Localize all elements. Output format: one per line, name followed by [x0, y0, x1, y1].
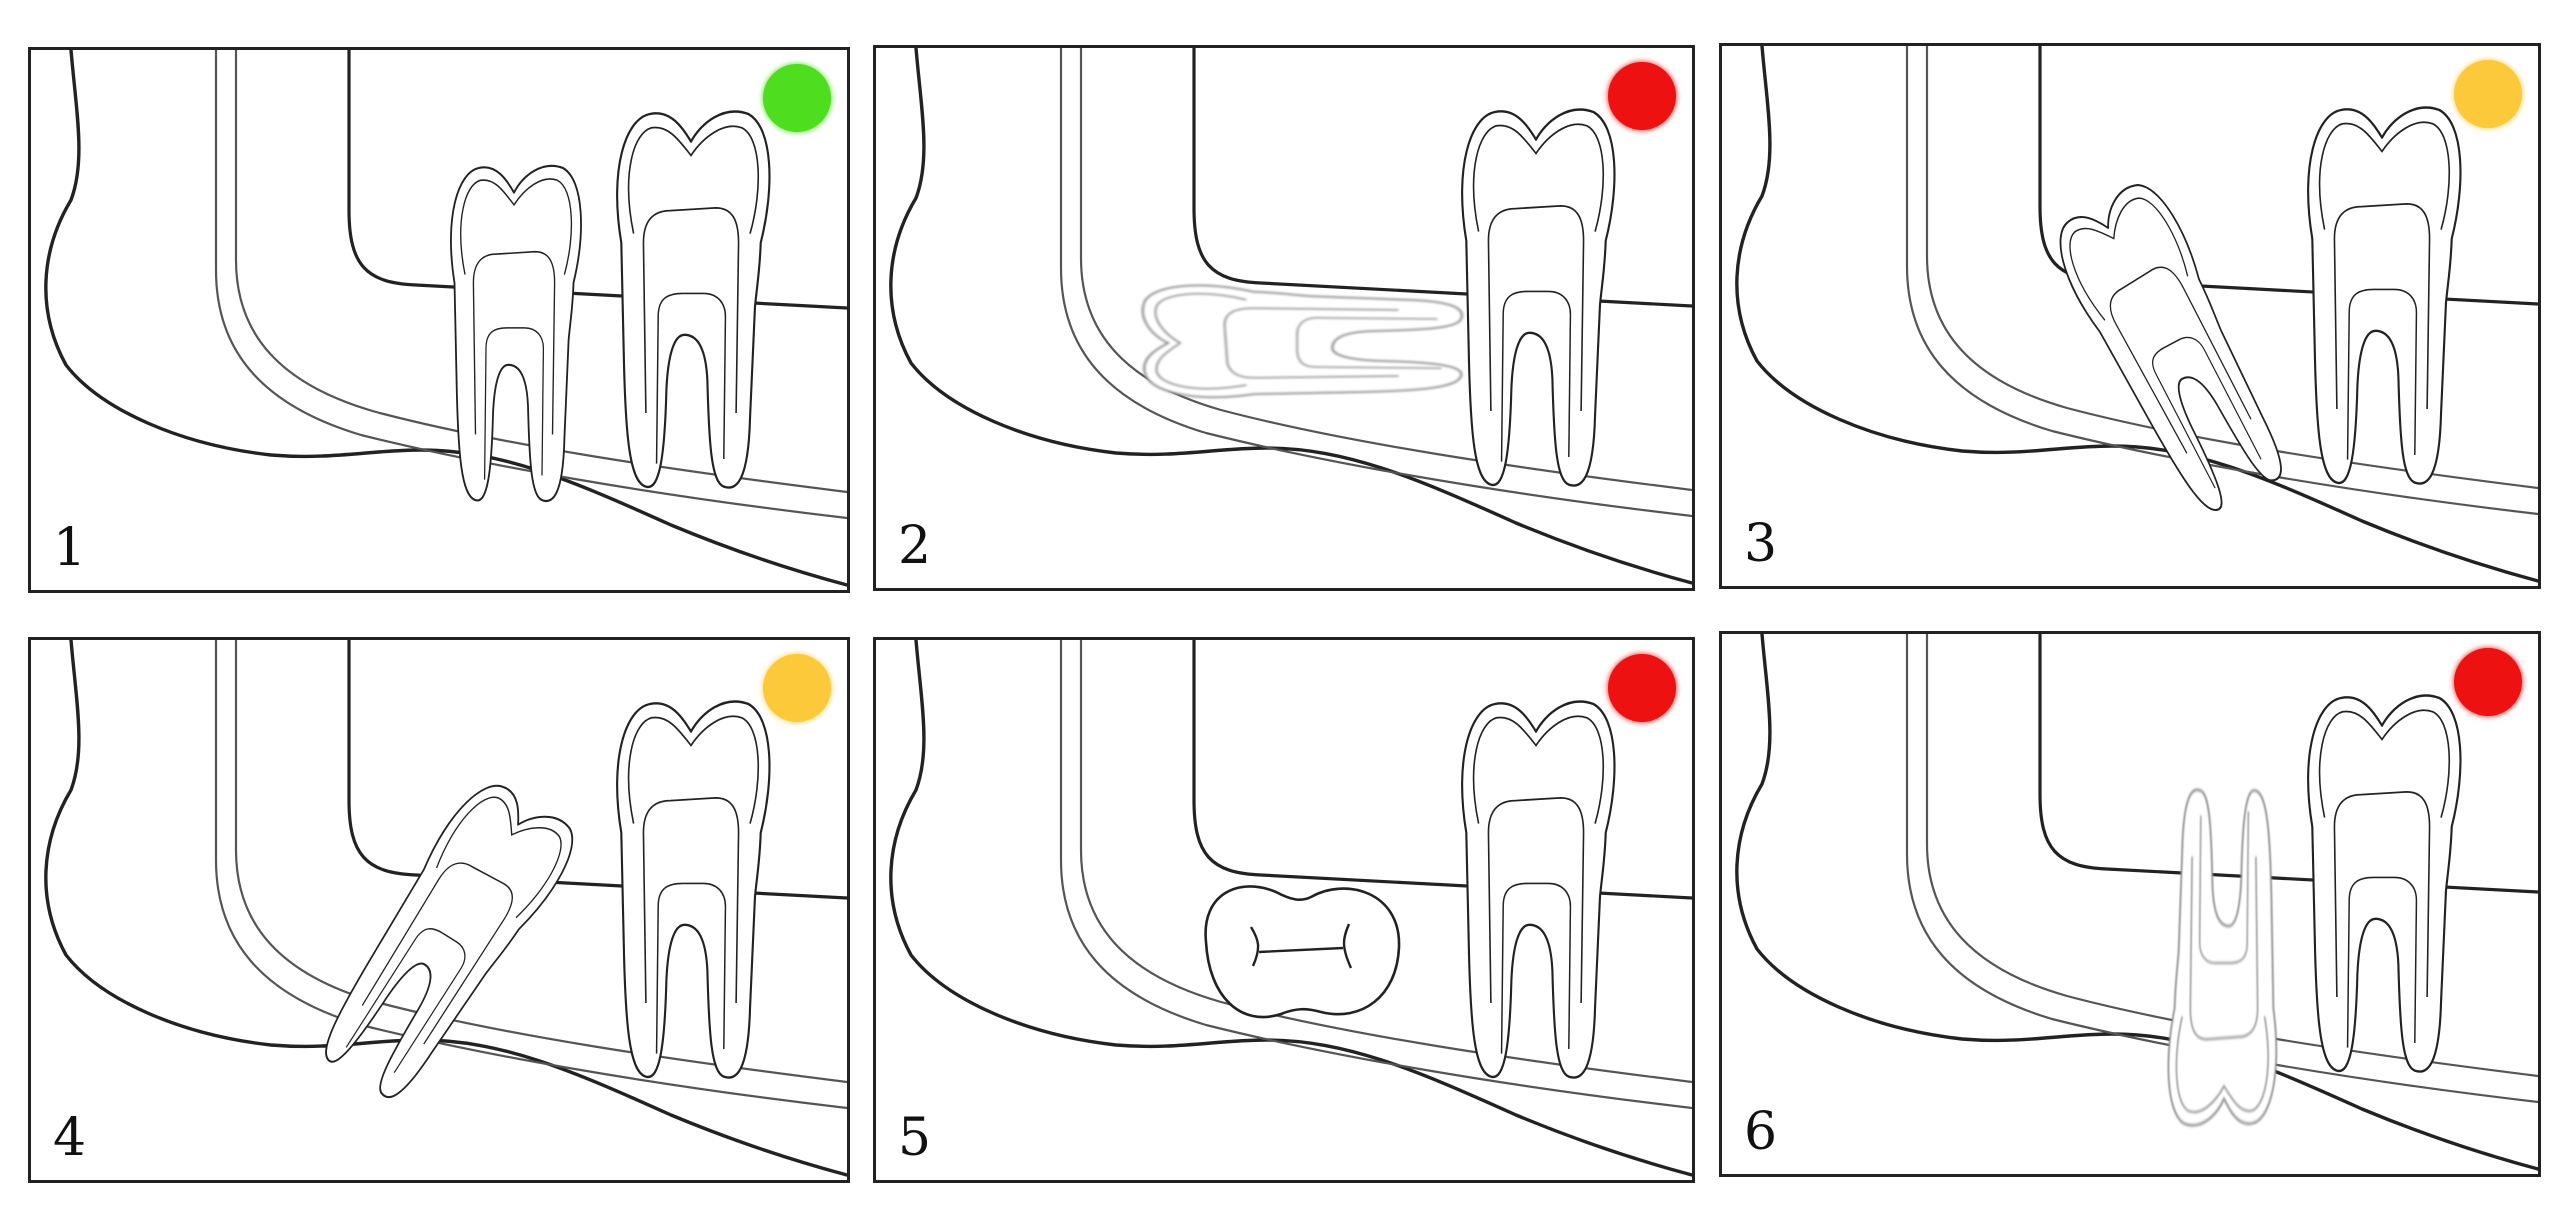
panel-3: 3 — [1719, 43, 2541, 589]
status-dot-icon — [1608, 62, 1676, 130]
panel-number: 5 — [898, 1108, 932, 1168]
panel-1: 1 — [28, 47, 850, 593]
jaw-group — [889, 640, 1692, 1177]
jaw-group — [1735, 634, 2538, 1171]
panel-number: 3 — [1744, 514, 1778, 574]
jaw-illustration-3 — [1735, 46, 2538, 583]
panel-number: 2 — [898, 516, 932, 576]
panel-number: 1 — [53, 518, 87, 578]
panel-number: 4 — [53, 1108, 87, 1168]
status-dot-icon — [763, 654, 831, 722]
jaw-group — [1735, 46, 2538, 583]
status-dot-icon — [763, 64, 831, 132]
status-dot-icon — [1608, 654, 1676, 722]
jaw-illustration-4 — [44, 640, 847, 1177]
jaw-illustration-2 — [889, 48, 1692, 585]
panel-2: 2 — [873, 45, 1695, 591]
panel-4: 4 — [28, 637, 850, 1183]
jaw-group — [44, 640, 847, 1177]
panel-6: 6 — [1719, 631, 2541, 1177]
status-dot-icon — [2454, 648, 2522, 716]
jaw-illustration-6 — [1735, 634, 2538, 1171]
jaw-group — [889, 48, 1692, 585]
panel-number: 6 — [1744, 1102, 1778, 1162]
jaw-illustration-5 — [889, 640, 1692, 1177]
status-dot-icon — [2454, 60, 2522, 128]
jaw-illustration-1 — [44, 50, 847, 587]
jaw-group — [44, 50, 847, 587]
panel-5: 5 — [873, 637, 1695, 1183]
